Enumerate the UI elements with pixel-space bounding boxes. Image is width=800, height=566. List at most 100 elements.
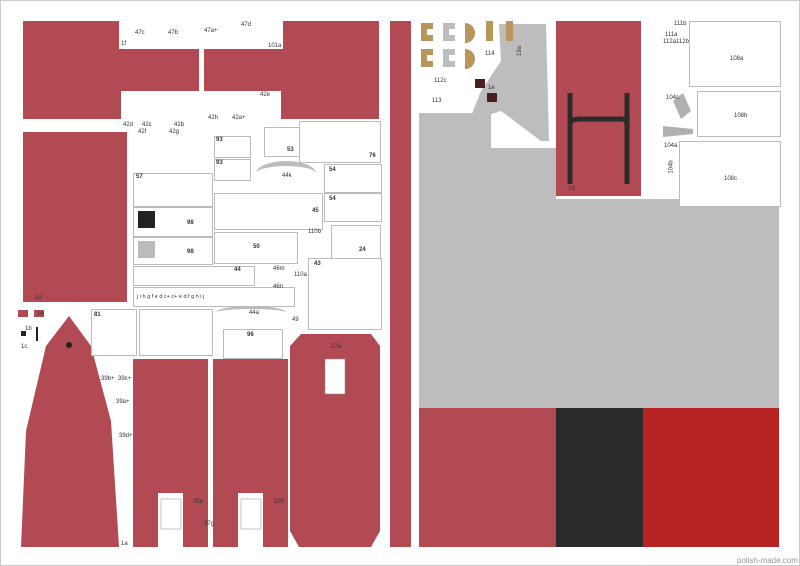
label-39a: 39a+ xyxy=(116,399,130,405)
box-53 xyxy=(264,127,300,157)
box-43 xyxy=(308,258,382,330)
label-42c: 42c xyxy=(142,122,152,128)
label-76: 76 xyxy=(369,153,376,159)
label-1b: 1b xyxy=(25,326,32,332)
label-42e: 42e xyxy=(260,92,271,98)
label-93b: 93 xyxy=(216,160,223,166)
part-1e-a xyxy=(18,310,28,317)
label-81: 81 xyxy=(94,312,101,318)
label-35e: 35e xyxy=(193,499,204,505)
label-57: 57 xyxy=(136,174,143,180)
part-19a xyxy=(469,24,549,141)
box-54b xyxy=(324,193,382,222)
label-43: 43 xyxy=(314,261,321,267)
part-27a xyxy=(290,334,380,547)
part-strip xyxy=(390,21,411,547)
box-108a xyxy=(689,21,781,87)
label-108c: 108c xyxy=(724,176,738,182)
label-112a: 112a xyxy=(663,39,676,45)
label-42h: 42h xyxy=(208,115,219,121)
label-1c: 1c xyxy=(21,344,28,350)
label-47d: 47d xyxy=(241,22,252,28)
label-112c: 112c xyxy=(434,78,447,84)
label-24: 24 xyxy=(359,247,366,253)
color-swatch-bright-red xyxy=(643,408,779,547)
box-96 xyxy=(223,329,283,359)
label-39d: 39d+ xyxy=(119,433,133,439)
label-1e: 1e xyxy=(37,311,44,317)
part-35e xyxy=(133,359,208,547)
label-98b: 98 xyxy=(187,249,194,255)
label-42a: 42a+ xyxy=(232,115,246,121)
box-misc xyxy=(139,309,213,356)
label-42g: 42g xyxy=(169,129,180,135)
part-1d-left xyxy=(23,132,127,302)
label-98a: 98 xyxy=(187,220,194,226)
label-1d: 1d xyxy=(35,295,42,301)
label-39b: 39b+ xyxy=(101,376,115,382)
label-44k: 44k xyxy=(282,173,292,179)
label-101a: 101a xyxy=(268,43,282,49)
label-93a: 93 xyxy=(216,137,223,143)
label-47c: 47c xyxy=(135,30,145,36)
label-27a: 27a xyxy=(331,344,342,350)
label-104c: 104c xyxy=(666,95,680,101)
part-1f-top xyxy=(23,21,119,51)
label-111b: 111b xyxy=(674,21,687,27)
label-54a: 54 xyxy=(329,167,336,173)
label-114: 114 xyxy=(485,51,495,57)
label-46m: 46m xyxy=(273,266,285,272)
label-39c: 39c+ xyxy=(118,376,132,382)
color-swatch-red xyxy=(419,408,556,547)
box-54a xyxy=(324,164,382,193)
label-50: 50 xyxy=(253,244,260,250)
label-42b: 42b xyxy=(174,122,185,128)
label-19a: 19a xyxy=(517,45,524,57)
strip-letters: j i h g f e d c+ c+ e d f g h i j xyxy=(137,294,205,300)
label-45: 45 xyxy=(312,208,319,214)
part-1a xyxy=(21,316,119,547)
label-47a: 47a+ xyxy=(204,28,218,34)
color-swatch-black xyxy=(556,408,643,547)
label-104b: 104b xyxy=(668,160,675,174)
label-42d: 42d xyxy=(123,122,134,128)
watermark: polish-made.com xyxy=(737,556,798,565)
box-108b xyxy=(697,91,781,137)
box-93a xyxy=(214,136,251,158)
box-81 xyxy=(91,309,137,356)
label-103: 103 xyxy=(274,499,285,505)
box-42 xyxy=(121,91,281,131)
label-108a: 108a xyxy=(730,56,744,62)
box-42f xyxy=(129,131,205,167)
label-46n: 46n xyxy=(273,284,284,290)
part-1e-b xyxy=(34,310,44,317)
gray-panel xyxy=(419,113,779,408)
box-50 xyxy=(214,232,298,264)
part-103 xyxy=(213,359,288,547)
label-96: 96 xyxy=(247,332,254,338)
box-93b xyxy=(214,159,251,181)
label-111a: 111a xyxy=(665,32,678,38)
label-1f: 1f xyxy=(121,41,127,47)
box-108c xyxy=(679,141,781,207)
label-49: 49 xyxy=(292,317,299,323)
label-47b: 47b xyxy=(168,30,179,36)
label-54b: 54 xyxy=(329,196,336,202)
label-104a: 104a xyxy=(664,143,678,149)
label-110b: 110b xyxy=(308,229,321,235)
label-113: 113 xyxy=(432,98,442,104)
label-110a: 110a xyxy=(294,272,307,278)
label-108b: 108b xyxy=(734,113,748,119)
box-strip xyxy=(133,287,295,307)
label-1a: 1a xyxy=(121,541,128,547)
box-57 xyxy=(133,173,213,207)
label-112b: 112b xyxy=(676,39,689,45)
label-1d-right: 1d xyxy=(568,186,575,192)
label-37g: 37g xyxy=(204,521,215,527)
box-45 xyxy=(214,193,323,230)
label-42f: 42f xyxy=(138,129,147,135)
label-53: 53 xyxy=(287,147,294,153)
label-44a: 44a xyxy=(249,310,260,316)
